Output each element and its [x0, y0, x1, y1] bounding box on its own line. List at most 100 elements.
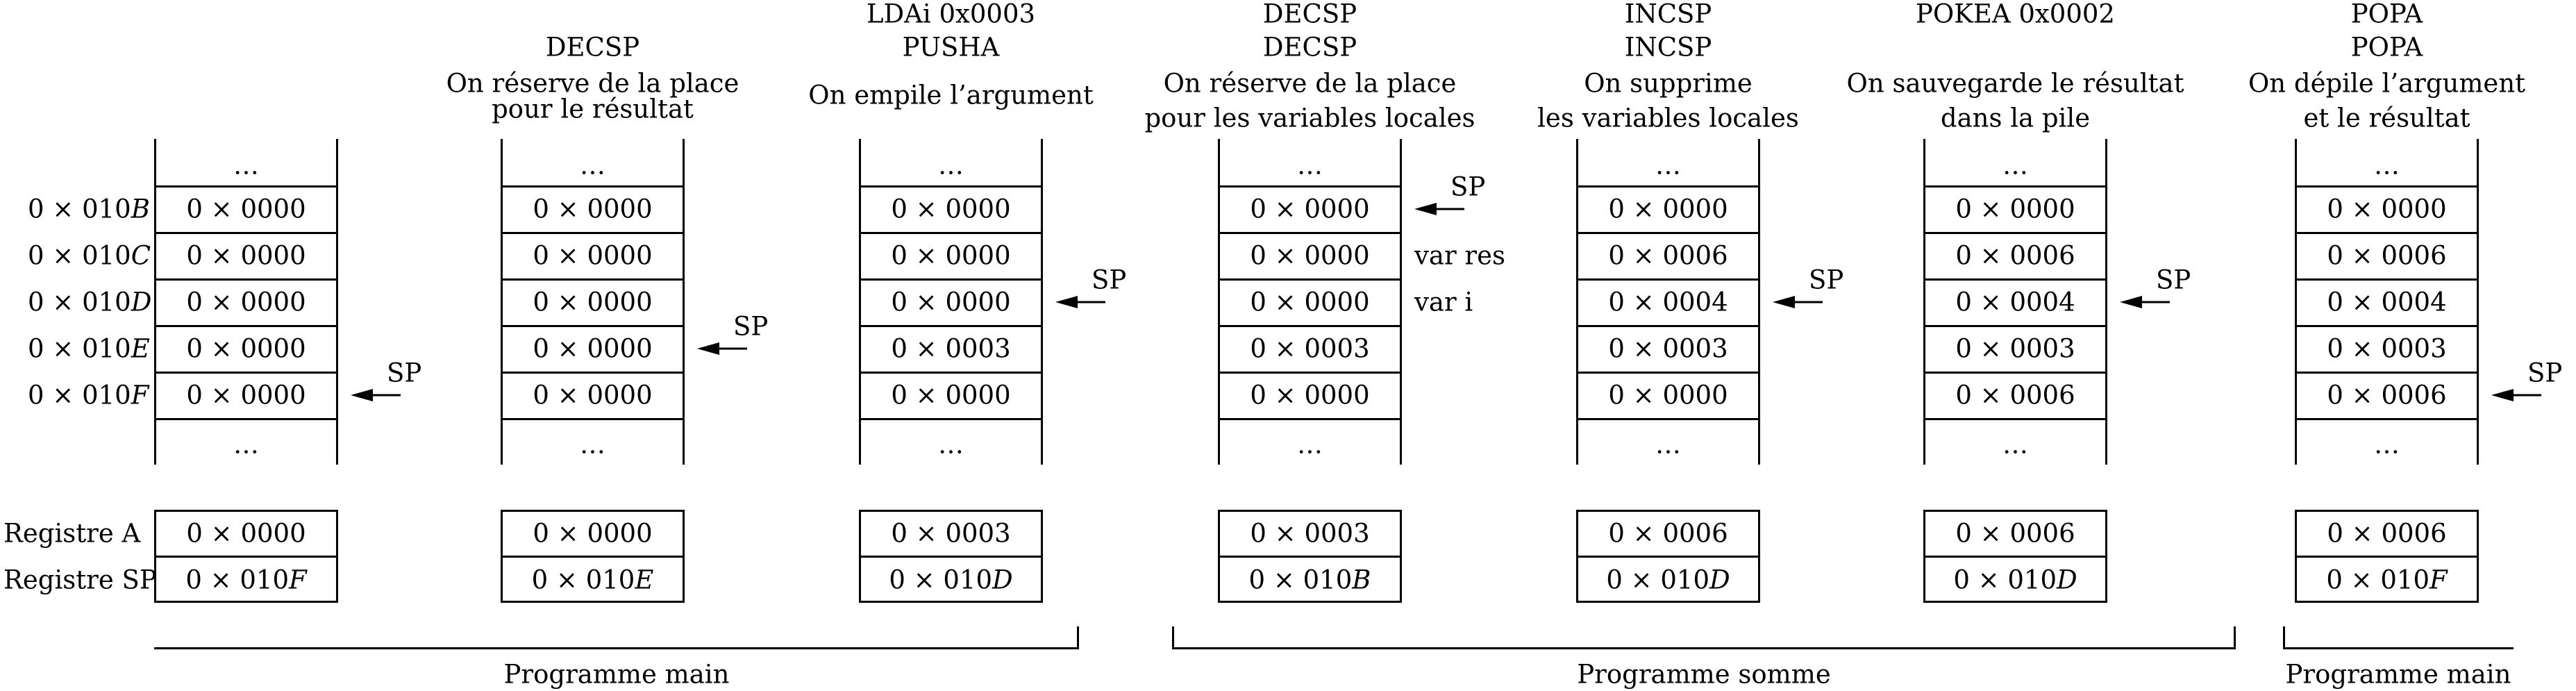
stack-ellipsis: … — [2002, 150, 2028, 180]
stack-cell-value: 0 × 0000 — [1608, 194, 1728, 224]
stack-ellipsis: … — [580, 150, 605, 180]
stack-ellipsis: … — [2374, 429, 2400, 459]
register-sp-value-prefix: 0 × 010 — [2326, 565, 2429, 594]
stack-cell-value: 0 × 0004 — [2327, 287, 2447, 317]
stack-cell-value: 0 × 0000 — [533, 240, 653, 270]
sp-label: SP — [1450, 172, 1486, 201]
register-sp-value: 0 × 010D — [1953, 567, 2077, 592]
register-sp-value-suffix: D — [1709, 565, 1730, 594]
register-sp-value-prefix: 0 × 010 — [185, 565, 289, 594]
stack-cell — [1923, 372, 2107, 418]
section-label: Programme main — [2285, 659, 2511, 690]
stack-cell — [501, 325, 685, 372]
register-sp-value: 0 × 010F — [2326, 567, 2447, 592]
stack-cell-divider — [1923, 418, 2107, 420]
stack-cell-divider — [154, 418, 338, 420]
address-label: 0 × 010B — [28, 196, 150, 222]
column-header-line: POPA — [2350, 0, 2423, 29]
stack-cell — [1923, 232, 2107, 278]
stack-cell — [2295, 372, 2479, 418]
stack-cell-value: 0 × 0000 — [2327, 194, 2447, 224]
stack-ellipsis: … — [1297, 429, 1323, 459]
register-sp-label: Registre SP — [3, 565, 157, 594]
sp-label: SP — [2527, 358, 2563, 388]
stack-cell — [859, 232, 1043, 278]
column-header-line: LDAi 0x0003 — [866, 0, 1036, 29]
register-sp-value-suffix: F — [2429, 565, 2448, 594]
register-a-value: 0 × 0006 — [1955, 518, 2075, 548]
local-variable-label: var res — [1414, 240, 1505, 270]
column-header-line: et le résultat — [2303, 103, 2470, 133]
sp-arrow — [2120, 295, 2170, 308]
stack-frame — [154, 139, 338, 465]
local-variable-label: var i — [1414, 287, 1473, 317]
register-sp-value-prefix: 0 × 010 — [1248, 565, 1353, 594]
stack-cell-value: 0 × 0000 — [891, 287, 1011, 317]
column-header-line: On réserve de la place — [446, 68, 739, 99]
section-bracket-tick — [2234, 626, 2236, 649]
stack-cell — [154, 372, 338, 418]
register-sp-value-suffix: D — [992, 565, 1013, 594]
stack-cell-divider — [1218, 418, 1402, 420]
stack-ellipsis: … — [1297, 150, 1323, 180]
address-label-prefix: 0 × 010 — [28, 194, 131, 224]
register-a-value: 0 × 0000 — [186, 518, 306, 548]
stack-cell-value: 0 × 0000 — [533, 380, 653, 410]
sp-arrow — [1414, 202, 1464, 215]
address-label-prefix: 0 × 010 — [28, 240, 131, 270]
stack-cell — [154, 278, 338, 325]
stack-ellipsis: … — [938, 429, 964, 459]
stack-cell — [154, 232, 338, 278]
stack-cell-value: 0 × 0006 — [1955, 380, 2075, 410]
column-header-line: INCSP — [1624, 32, 1712, 63]
column-header-line: pour les variables locales — [1144, 103, 1475, 133]
stack-cell — [1923, 278, 2107, 325]
column-header-line: DECSP — [545, 32, 640, 63]
stack-cell-value: 0 × 0006 — [2327, 240, 2447, 270]
column-header-line: On réserve de la place — [1163, 68, 1457, 99]
register-sp-value-suffix: D — [2057, 565, 2077, 594]
stack-cell — [1576, 325, 1760, 372]
stack-cell-value: 0 × 0004 — [1955, 287, 2075, 317]
column-header-line: On empile l’argument — [808, 80, 1094, 110]
column-header-line: INCSP — [1624, 0, 1712, 29]
column-header-line: On dépile l’argument — [2248, 68, 2526, 99]
stack-cell-value: 0 × 0000 — [1608, 380, 1728, 410]
stack-cell — [1923, 325, 2107, 372]
stack-cell — [859, 372, 1043, 418]
stack-cell-value: 0 × 0003 — [1608, 333, 1728, 363]
register-sp-value: 0 × 010E — [532, 567, 654, 592]
stack-cell-value: 0 × 0006 — [2327, 380, 2447, 410]
address-label-suffix: D — [131, 287, 152, 317]
stack-cell-value: 0 × 0000 — [1250, 380, 1370, 410]
section-bracket-tick — [1077, 626, 1079, 649]
stack-cell — [501, 232, 685, 278]
stack-cell-value: 0 × 0000 — [186, 240, 306, 270]
stack-cell — [2295, 278, 2479, 325]
register-a-label: Registre A — [3, 518, 141, 548]
stack-cell-value: 0 × 0000 — [186, 380, 306, 410]
sp-label: SP — [2156, 265, 2191, 294]
stack-cell — [2295, 325, 2479, 372]
sp-label: SP — [1092, 265, 1127, 294]
register-sp-value-prefix: 0 × 010 — [1953, 565, 2057, 594]
stack-cell-value: 0 × 0004 — [1608, 287, 1728, 317]
register-a-value: 0 × 0000 — [533, 518, 653, 548]
section-label: Programme main — [503, 659, 730, 690]
stack-cell-value: 0 × 0000 — [1250, 240, 1370, 270]
stack-cell — [1218, 372, 1402, 418]
register-sp-value: 0 × 010D — [889, 567, 1012, 592]
address-label: 0 × 010C — [28, 242, 151, 268]
stack-cell — [1218, 185, 1402, 232]
stack-frame — [1923, 139, 2107, 465]
column-header-line: POKEA 0x0002 — [1916, 0, 2115, 29]
stack-cell — [2295, 232, 2479, 278]
stack-cell-value: 0 × 0000 — [533, 287, 653, 317]
section-bracket — [2283, 647, 2514, 649]
section-bracket — [154, 647, 1079, 649]
stack-frame — [501, 139, 685, 465]
register-sp-value-prefix: 0 × 010 — [889, 565, 993, 594]
address-label-suffix: F — [131, 380, 149, 410]
stack-cell-value: 0 × 0000 — [1955, 194, 2075, 224]
